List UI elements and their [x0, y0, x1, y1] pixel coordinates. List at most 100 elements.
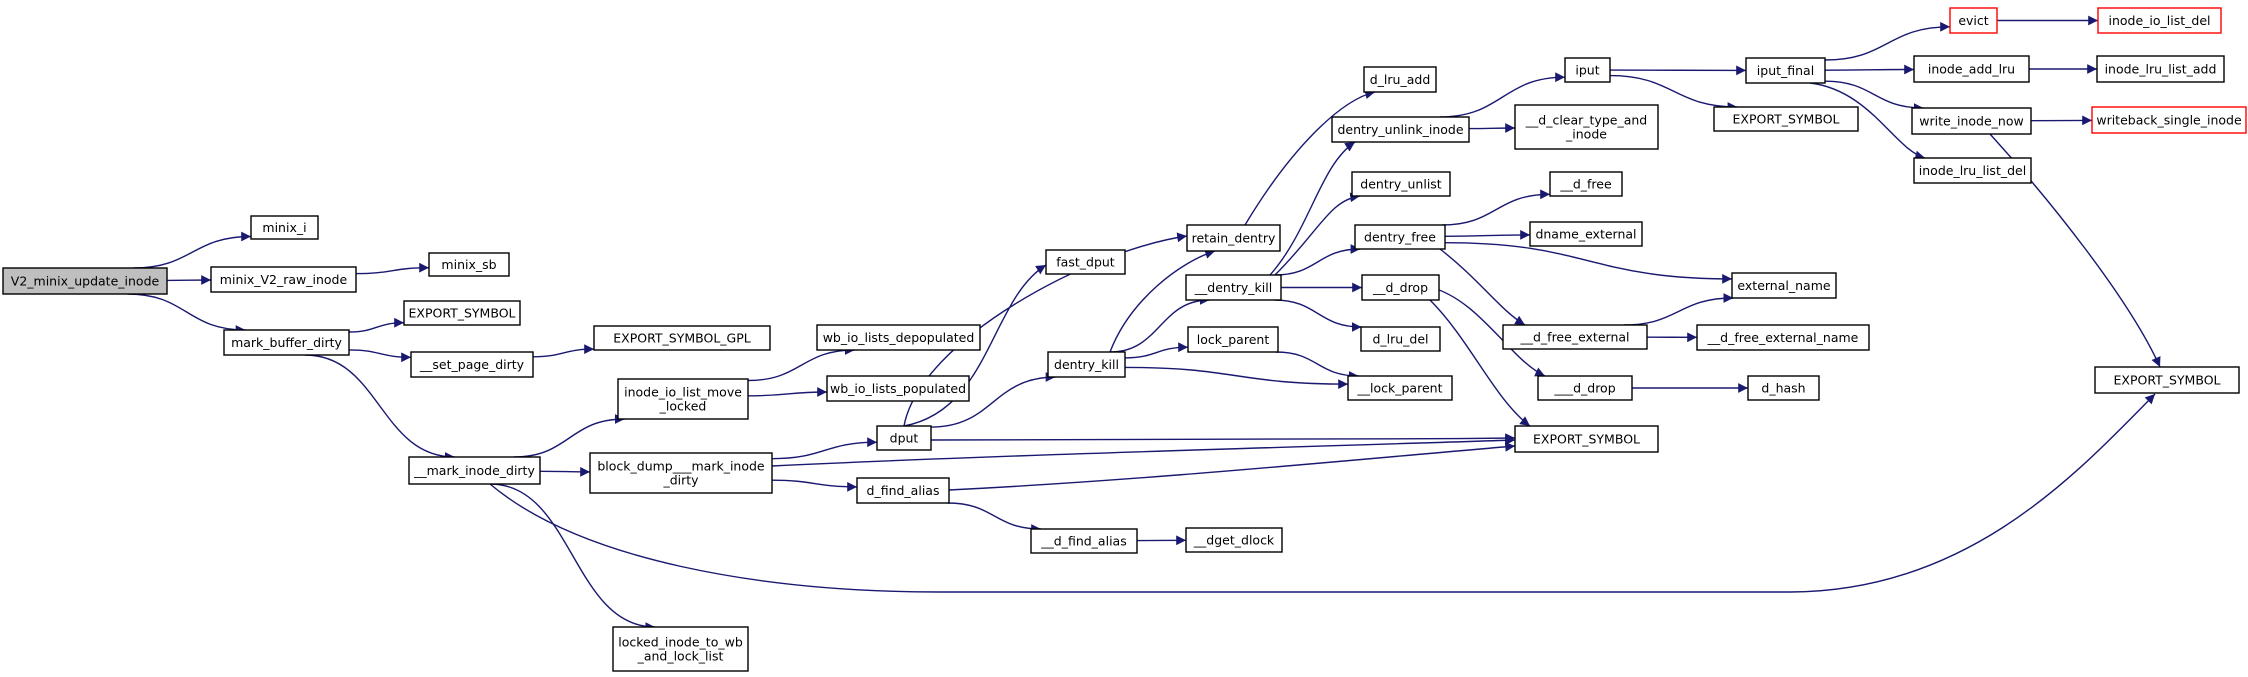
node-box	[223, 329, 350, 356]
node---d-free-external-name[interactable]: __d_free_external_name	[1696, 324, 1870, 351]
node---d-find-alias[interactable]: __d_find_alias	[1030, 528, 1138, 554]
node-es-gpl[interactable]: EXPORT_SYMBOL_GPL	[593, 325, 771, 351]
edge-__dentry_kill-to-dentry_free	[1274, 244, 1361, 276]
node-inode-io-list-del[interactable]: inode_io_list_del	[2097, 7, 2222, 34]
node-mark-inode-dirty[interactable]: __mark_inode_dirty	[408, 456, 541, 485]
node-label: minix_i	[262, 220, 306, 235]
node-box	[1185, 527, 1283, 553]
node-label: dentry_free	[1364, 230, 1436, 245]
edges-layer	[127, 15, 2161, 632]
node-label: inode_io_list_del	[2109, 13, 2211, 28]
node-label: __mark_inode_dirty	[413, 463, 535, 478]
node-label: inode_lru_list_del	[1919, 163, 2026, 178]
edge-dentry_kill-to-__dentry_kill	[1110, 295, 1210, 353]
edge-d_find_alias-to-__d_find_alias	[947, 502, 1042, 534]
node-dname-external[interactable]: dname_external	[1529, 221, 1643, 247]
node-label: __dget_dlock	[1193, 533, 1275, 548]
node-dget-dlock[interactable]: __dget_dlock	[1185, 527, 1283, 553]
node-box	[408, 456, 541, 485]
node-iput[interactable]: iput	[1564, 57, 1611, 83]
node-box	[1360, 326, 1441, 352]
node-evict[interactable]: evict	[1949, 7, 1998, 34]
node-d-lru-del[interactable]: d_lru_del	[1360, 326, 1441, 352]
node-write-inode-now[interactable]: write_inode_now	[1911, 107, 2032, 135]
edge-dentry_free-to-external_name	[1444, 242, 1733, 284]
node-label: inode_io_list_move	[624, 385, 742, 400]
node-label: dname_external	[1535, 227, 1636, 242]
node-label: locked_inode_to_wb	[618, 635, 743, 650]
node-minix-i[interactable]: minix_i	[250, 215, 319, 240]
node-d-lru-add[interactable]: d_lru_add	[1363, 66, 1437, 93]
node-inode-add-lru[interactable]: inode_add_lru	[1913, 55, 2030, 83]
node-box	[2, 267, 168, 295]
node-dentry-unlink-inode[interactable]: dentry_unlink_inode	[1331, 116, 1470, 143]
node-fast-dput[interactable]: fast_dput	[1045, 249, 1126, 275]
node-dentry-kill[interactable]: dentry_kill	[1047, 351, 1126, 378]
node-d-find-alias[interactable]: d_find_alias	[856, 477, 950, 504]
node-label: _and_lock_list	[637, 649, 724, 664]
node-box	[1351, 171, 1451, 197]
node-dentry-unlist[interactable]: dentry_unlist	[1351, 171, 1451, 197]
node-wb-depop[interactable]: wb_io_lists_depopulated	[816, 324, 981, 351]
node-dput[interactable]: dput	[876, 425, 932, 451]
node-set-page-dirty[interactable]: __set_page_dirty	[410, 351, 534, 378]
node-box	[826, 375, 970, 402]
node-label: mark_buffer_dirty	[231, 335, 342, 350]
edge-__dentry_kill-to-d_lru_del	[1273, 299, 1362, 332]
node-inode-lru-list-del[interactable]: inode_lru_list_del	[1913, 157, 2032, 184]
node---lock-parent[interactable]: __lock_parent	[1347, 375, 1453, 401]
node-inode-io-list-move[interactable]: inode_io_list_move_locked	[617, 378, 749, 420]
node-locked-inode[interactable]: locked_inode_to_wb_and_lock_list	[612, 626, 749, 672]
node-mark-buffer-dirty[interactable]: mark_buffer_dirty	[223, 329, 350, 356]
node-inode-lru-list-add[interactable]: inode_lru_list_add	[2096, 55, 2225, 83]
node-box	[2091, 106, 2247, 134]
node-label: EXPORT_SYMBOL_GPL	[613, 331, 750, 346]
node-es-d[interactable]: EXPORT_SYMBOL	[2094, 366, 2240, 394]
node-writeback-single-inode[interactable]: writeback_single_inode	[2091, 106, 2247, 134]
node-label: external_name	[1737, 278, 1830, 293]
node-d-hash[interactable]: d_hash	[1747, 375, 1820, 401]
node-label: dentry_unlist	[1360, 177, 1442, 192]
node-es-a[interactable]: EXPORT_SYMBOL	[403, 300, 521, 326]
node-box	[1564, 57, 1611, 83]
node-es-b[interactable]: EXPORT_SYMBOL	[1514, 425, 1659, 453]
node-external-name[interactable]: external_name	[1731, 272, 1837, 299]
edge-mark_buffer_dirty-to-es_a	[348, 317, 405, 333]
node-box	[1045, 249, 1126, 275]
edge-iput_final-to-inode_add_lru	[1824, 64, 1915, 75]
node-box	[1747, 375, 1820, 401]
node-label: __dentry_kill	[1194, 280, 1272, 295]
node----d-drop[interactable]: ___d_drop	[1537, 375, 1633, 401]
node-label: ___d_drop	[1553, 381, 1615, 396]
node-box	[1361, 274, 1440, 301]
edge-mark_buffer_dirty-to-mark_inode_dirty	[304, 354, 455, 462]
node---d-drop[interactable]: __d_drop	[1361, 274, 1440, 301]
node-block-dump[interactable]: block_dump___mark_inode_dirty	[589, 452, 773, 494]
node---d-free-external[interactable]: __d_free_external	[1502, 324, 1648, 350]
node-lock-parent[interactable]: lock_parent	[1187, 326, 1279, 353]
node-minix-sb[interactable]: minix_sb	[428, 252, 510, 277]
node-es-c[interactable]: EXPORT_SYMBOL	[1713, 106, 1859, 132]
edge-dentry_free-to-dname_external	[1444, 230, 1531, 240]
node-wb-pop[interactable]: wb_io_lists_populated	[826, 375, 970, 402]
edge-dentry_unlink_inode-to-iput	[1439, 72, 1566, 118]
node-retain-dentry[interactable]: retain_dentry	[1186, 224, 1281, 252]
node-label: _inode	[1565, 127, 1607, 142]
node-box	[1331, 116, 1470, 143]
edge-dentry_kill-to-lock_parent	[1124, 342, 1189, 359]
node-label: retain_dentry	[1192, 231, 1276, 246]
node-label: write_inode_now	[1919, 114, 2023, 129]
node---d-free[interactable]: __d_free	[1549, 171, 1623, 197]
node-v2[interactable]: V2_minix_update_inode	[2, 267, 168, 295]
node-box	[1911, 107, 2032, 135]
node-d-clear-type[interactable]: __d_clear_type_and_inode	[1514, 104, 1659, 150]
node-minix-v2-raw[interactable]: minix_V2_raw_inode	[210, 266, 357, 293]
node-box	[1354, 224, 1446, 250]
node-iput-final[interactable]: iput_final	[1745, 57, 1826, 84]
node-dentry-free[interactable]: dentry_free	[1354, 224, 1446, 250]
node-box	[856, 477, 950, 504]
node---dentry-kill[interactable]: __dentry_kill	[1185, 274, 1282, 301]
node-label: dput	[890, 431, 919, 446]
node-box	[1185, 274, 1282, 301]
